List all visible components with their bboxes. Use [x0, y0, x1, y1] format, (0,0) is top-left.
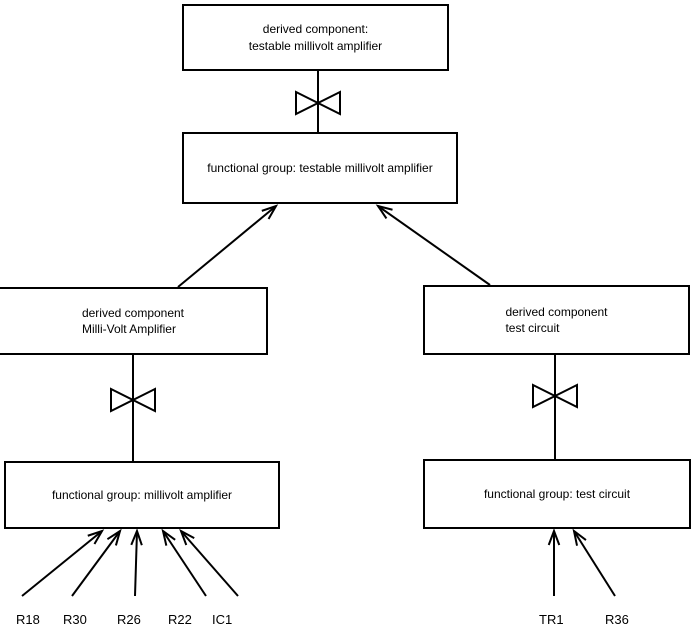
node-label: functional group: test circuit: [483, 486, 631, 501]
leaf-label-r18: R18: [16, 612, 40, 627]
leaf-label-text: R22: [168, 612, 192, 627]
leaf-label-text: IC1: [212, 612, 233, 627]
conn-arrow-r26-arrowhead-icon: [130, 528, 143, 546]
node-label: functional group: testable millivolt amp…: [207, 160, 433, 175]
conn-composition-right-bowtie-icon: [532, 383, 578, 409]
conn-arrow-r30-shaft: [71, 530, 121, 597]
leaf-label-r36: R36: [605, 612, 629, 627]
conn-arrow-ic1-shaft: [180, 530, 239, 597]
leaf-label-text: R26: [117, 612, 141, 627]
conn-arrow-r36-shaft: [573, 530, 616, 597]
conn-arrow-tc-to-fgtma-shaft: [377, 205, 491, 286]
leaf-label-r22: R22: [168, 612, 192, 627]
conn-arrow-r18-arrowhead-icon: [87, 529, 105, 545]
conn-arrow-ic1-arrowhead-icon: [179, 528, 195, 546]
conn-arrow-tr1-arrowhead-icon: [547, 528, 561, 546]
conn-arrow-r30-arrowhead-icon: [106, 528, 122, 546]
node-functional-group-testable-millivolt-amplifier[interactable]: functional group: testable millivolt amp…: [182, 132, 458, 204]
leaf-label-text: R36: [605, 612, 629, 627]
leaf-label-text: R30: [63, 612, 87, 627]
node-label: functional group: millivolt amplifier: [51, 487, 233, 502]
conn-composition-top-bowtie-icon: [295, 90, 341, 116]
conn-arrow-r36-arrowhead-icon: [572, 528, 587, 546]
leaf-label-r26: R26: [117, 612, 141, 627]
conn-arrow-r18-shaft: [21, 530, 103, 597]
conn-arrow-mva-to-fgtma-shaft: [177, 205, 277, 288]
conn-arrow-r22-arrowhead-icon: [161, 528, 176, 546]
node-derived-component-testable-millivolt-amplifier[interactable]: derived component: testable millivolt am…: [182, 4, 449, 71]
node-functional-group-test-circuit[interactable]: functional group: test circuit: [423, 459, 691, 529]
node-label: derived component: testable millivolt am…: [248, 22, 383, 53]
node-derived-component-test-circuit[interactable]: derived component test circuit: [423, 285, 690, 355]
conn-arrow-r22-shaft: [162, 530, 207, 597]
leaf-label-r30: R30: [63, 612, 87, 627]
conn-arrow-mva-to-fgtma-arrowhead-icon: [261, 204, 279, 220]
leaf-label-tr1: TR1: [539, 612, 564, 627]
node-label: derived component test circuit: [505, 304, 608, 335]
conn-arrow-tc-to-fgtma-arrowhead-icon: [375, 204, 393, 219]
node-derived-component-milli-volt-amplifier[interactable]: derived component Milli-Volt Amplifier: [0, 287, 268, 355]
conn-composition-left-bowtie-icon: [110, 387, 156, 413]
leaf-label-text: TR1: [539, 612, 564, 627]
leaf-label-text: R18: [16, 612, 40, 627]
node-label: derived component Milli-Volt Amplifier: [81, 305, 185, 336]
conn-arrow-r26-shaft: [134, 530, 138, 597]
node-functional-group-millivolt-amplifier[interactable]: functional group: millivolt amplifier: [4, 461, 280, 529]
leaf-label-ic1: IC1: [212, 612, 232, 627]
